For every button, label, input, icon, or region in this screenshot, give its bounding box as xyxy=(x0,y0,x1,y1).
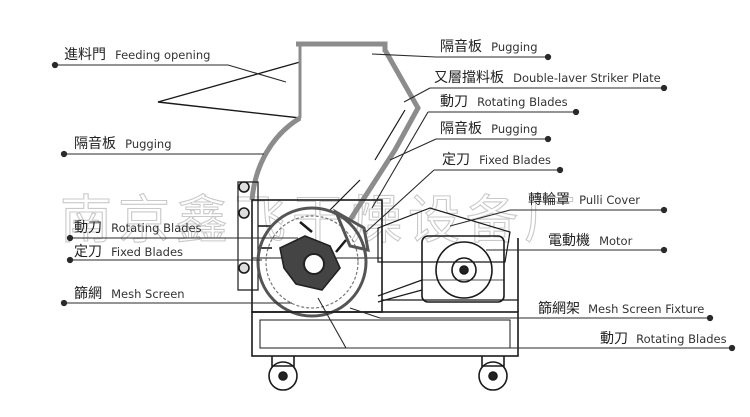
leader-lines xyxy=(51,53,736,352)
label-mesh-screen-fixture-cn: 篩網架 xyxy=(538,301,580,317)
caster-right xyxy=(478,356,508,391)
label-rotating-blades-top: 動刀 Rotating Blades xyxy=(440,91,568,110)
label-pugging-mid-right-en: Pugging xyxy=(491,122,537,136)
label-feeding-opening-cn: 進料門 xyxy=(64,47,106,63)
label-pugging-mid-right-cn: 隔音板 xyxy=(440,120,482,137)
label-motor-en: Motor xyxy=(599,234,633,248)
label-pulley-cover-en: Pulli Cover xyxy=(579,193,640,207)
label-rotating-blades-left-cn: 動刀 xyxy=(74,220,102,236)
labels: 進料門 Feeding opening 隔音板 Pugging 又層擋料板 Do… xyxy=(64,36,727,347)
label-mesh-screen-en: Mesh Screen xyxy=(111,287,184,301)
label-pugging-top: 隔音板 Pugging xyxy=(440,36,538,55)
label-pugging-top-en: Pugging xyxy=(491,40,537,54)
label-feeding-opening-en: Feeding opening xyxy=(115,48,210,62)
rotor xyxy=(256,206,368,318)
striker-plate xyxy=(332,208,370,252)
label-pulley-cover-cn: 轉輪罩 xyxy=(528,191,570,208)
label-mesh-screen-fixture-en: Mesh Screen Fixture xyxy=(588,302,704,316)
label-pugging-mid-right: 隔音板 Pugging xyxy=(440,118,538,137)
label-rotating-blades-bottom-en: Rotating Blades xyxy=(636,332,727,346)
label-mesh-screen-fixture: 篩網架 Mesh Screen Fixture xyxy=(538,298,704,317)
feeding-hopper xyxy=(157,41,388,119)
label-mesh-screen-cn: 篩網 xyxy=(74,286,102,302)
label-pugging-left-en: Pugging xyxy=(125,137,171,151)
label-rotating-blades-left: 動刀 Rotating Blades xyxy=(74,217,202,236)
label-rotating-blades-top-en: Rotating Blades xyxy=(477,95,568,109)
label-fixed-blades-left: 定刀 Fixed Blades xyxy=(74,241,183,260)
label-feeding-opening: 進料門 Feeding opening xyxy=(64,44,210,63)
label-fixed-blades-right-cn: 定刀 xyxy=(442,152,470,168)
machine-drawing xyxy=(157,41,519,391)
label-rotating-blades-bottom-cn: 動刀 xyxy=(600,331,628,347)
motor-section xyxy=(377,207,511,303)
label-fixed-blades-right-en: Fixed Blades xyxy=(479,153,551,167)
label-motor-cn: 電動機 xyxy=(548,233,590,249)
label-rotating-blades-left-en: Rotating Blades xyxy=(111,221,202,235)
label-striker-plate-cn: 又層擋料板 xyxy=(434,70,504,86)
label-fixed-blades-right: 定刀 Fixed Blades xyxy=(442,149,551,168)
label-mesh-screen: 篩網 Mesh Screen xyxy=(74,283,185,302)
label-pugging-left: 隔音板 Pugging xyxy=(74,133,172,152)
label-striker-plate-en: Double-laver Striker Plate xyxy=(513,71,661,85)
label-rotating-blades-bottom: 動刀 Rotating Blades xyxy=(600,328,727,347)
label-rotating-blades-top-cn: 動刀 xyxy=(440,94,468,110)
label-pugging-top-cn: 隔音板 xyxy=(440,38,482,55)
label-striker-plate: 又層擋料板 Double-laver Striker Plate xyxy=(434,67,661,86)
label-pugging-left-cn: 隔音板 xyxy=(74,135,116,152)
label-fixed-blades-left-en: Fixed Blades xyxy=(111,245,183,259)
caster-left xyxy=(268,356,298,391)
label-pulley-cover: 轉輪罩 Pulli Cover xyxy=(528,189,640,208)
label-fixed-blades-left-cn: 定刀 xyxy=(74,244,102,260)
upper-housing xyxy=(249,48,421,222)
label-motor: 電動機 Motor xyxy=(548,230,633,249)
